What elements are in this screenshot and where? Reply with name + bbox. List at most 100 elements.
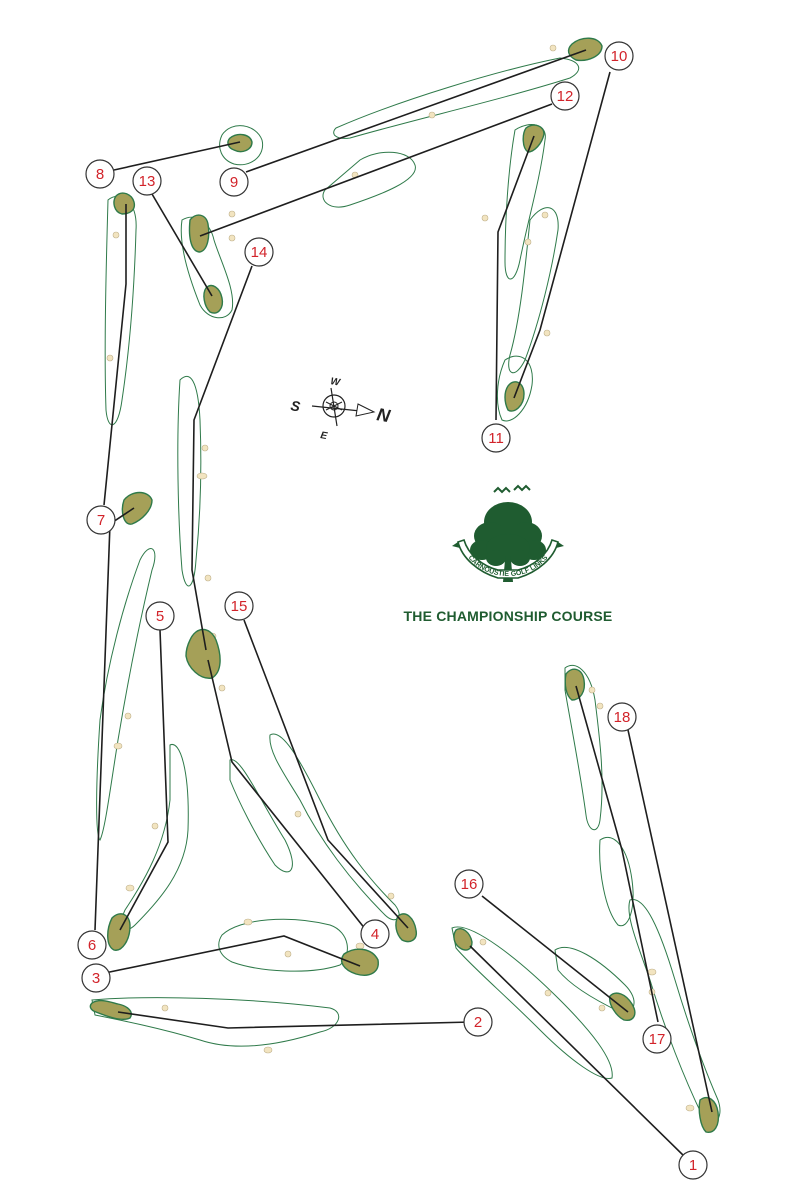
bunker	[196, 472, 208, 480]
green-hole-6	[121, 491, 153, 525]
bunker	[294, 810, 302, 818]
hole-number-15: 15	[231, 598, 248, 615]
bunker	[204, 574, 212, 582]
fairway-hole-3	[218, 918, 348, 972]
hole-marker-9[interactable]: 9	[219, 167, 249, 197]
play-line-hole-10	[513, 71, 611, 399]
bunker	[125, 884, 135, 892]
hole-marker-13[interactable]: 13	[132, 166, 162, 196]
carnoustie-crest: CARNOUSTIE GOLF LINKS	[452, 484, 564, 582]
fairway-hole-6	[96, 548, 156, 841]
hole-marker-17[interactable]: 17	[642, 1024, 672, 1054]
bunker	[112, 231, 120, 239]
bunker	[481, 214, 489, 222]
hole-number-9: 9	[230, 174, 238, 191]
green-hole-18	[698, 1096, 720, 1133]
bunker	[387, 892, 395, 900]
bunker	[113, 742, 123, 750]
hole-number-1: 1	[689, 1157, 697, 1174]
fairway-hole-11b	[497, 355, 533, 422]
fairway-hole-4	[229, 759, 293, 873]
bunker	[106, 354, 114, 362]
fairway-hole-8	[219, 125, 264, 166]
hole-number-13: 13	[139, 173, 156, 190]
hole-marker-1[interactable]: 1	[678, 1150, 708, 1180]
bunker	[598, 1004, 606, 1012]
hole-marker-18[interactable]: 18	[607, 702, 637, 732]
green-hole-3	[340, 948, 379, 976]
hole-marker-11[interactable]: 11	[481, 423, 511, 453]
play-line-hole-9	[245, 49, 587, 173]
bunker	[263, 1046, 273, 1054]
bunker	[685, 1104, 695, 1112]
hole-marker-3[interactable]: 3	[81, 963, 111, 993]
bunker	[284, 950, 292, 958]
green-hole-17	[564, 668, 586, 701]
bunker	[596, 702, 604, 710]
hole-number-5: 5	[156, 608, 164, 625]
hole-number-12: 12	[557, 88, 574, 105]
compass: N S W E	[289, 376, 392, 442]
fairway-hole-7	[104, 195, 137, 425]
hole-marker-4[interactable]: 4	[360, 919, 390, 949]
hole-number-14: 14	[251, 244, 268, 261]
fairway-hole-10	[508, 207, 559, 373]
hole-marker-2[interactable]: 2	[463, 1007, 493, 1037]
compass-north: N	[375, 404, 392, 426]
hole-marker-5[interactable]: 5	[145, 601, 175, 631]
fairway-outlines	[91, 57, 721, 1123]
hole-marker-7[interactable]: 7	[86, 505, 116, 535]
bunker	[355, 942, 365, 950]
play-line-hole-3	[99, 935, 361, 975]
play-line-hole-17	[575, 685, 659, 1023]
bunker	[161, 1004, 169, 1012]
fairway-hole-15	[269, 733, 400, 921]
play-line-hole-1	[469, 945, 687, 1159]
hole-number-10: 10	[611, 48, 628, 65]
play-line-hole-15	[243, 619, 409, 929]
green-hole-8	[227, 133, 253, 153]
course-title: THE CHAMPIONSHIP COURSE	[404, 608, 613, 624]
hole-marker-14[interactable]: 14	[244, 237, 274, 267]
green-hole-1	[453, 928, 473, 951]
bunker	[228, 210, 236, 218]
fairway-hole-12	[322, 151, 416, 208]
bunker	[524, 238, 532, 246]
play-line-hole-5	[119, 629, 169, 931]
bunker	[428, 111, 436, 119]
green-hole-12	[188, 214, 210, 253]
compass-east: E	[319, 430, 328, 442]
fairway-hole-11	[504, 124, 546, 280]
hole-marker-15[interactable]: 15	[224, 591, 254, 621]
play-line-hole-12	[199, 103, 553, 237]
bunker	[543, 329, 551, 337]
green-hole-13	[203, 284, 224, 314]
fairway-hole-5	[121, 744, 189, 930]
hole-marker-8[interactable]: 8	[85, 159, 115, 189]
compass-west: W	[329, 376, 342, 389]
hole-marker-16[interactable]: 16	[454, 869, 484, 899]
green-hole-9	[567, 37, 603, 62]
hole-marker-10[interactable]: 10	[604, 41, 634, 71]
hole-number-16: 16	[461, 876, 478, 893]
hole-number-8: 8	[96, 166, 104, 183]
bunker	[124, 712, 132, 720]
hole-number-3: 3	[92, 970, 100, 987]
fairway-hole-2	[91, 997, 340, 1047]
hole-number-7: 7	[97, 512, 105, 529]
bunker	[151, 822, 159, 830]
play-line-hole-18	[627, 729, 713, 1113]
hole-marker-12[interactable]: 12	[550, 81, 580, 111]
play-line-hole-8	[113, 141, 241, 171]
play-line-hole-2	[117, 1011, 473, 1029]
hole-number-11: 11	[488, 430, 504, 447]
fairway-hole-14	[177, 375, 202, 587]
play-line-hole-13	[151, 193, 213, 297]
greens	[89, 37, 720, 1133]
play-lines	[94, 49, 713, 1159]
bunker	[243, 918, 253, 926]
hole-marker-6[interactable]: 6	[77, 930, 107, 960]
fairway-hole-16	[554, 946, 635, 1013]
